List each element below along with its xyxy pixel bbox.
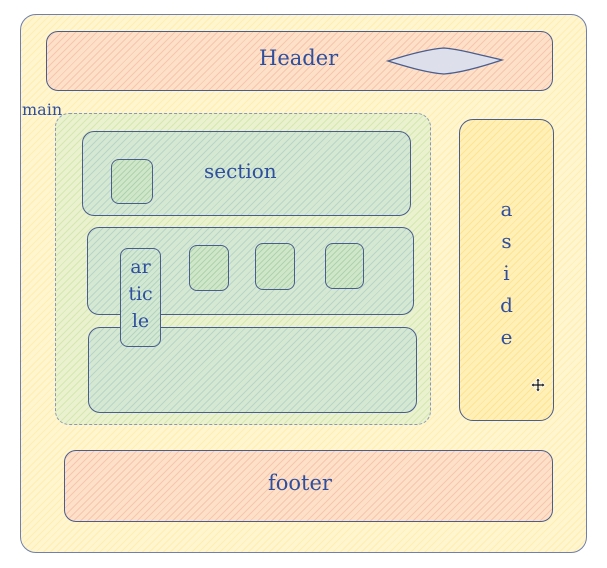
aside-label: a s i d e (459, 193, 554, 353)
article-label-line: ar (130, 256, 151, 278)
aside-label-letter: i (503, 261, 510, 285)
section-label: section (204, 159, 277, 183)
small-square-section[interactable] (111, 159, 153, 204)
aside-label-letter: a (500, 197, 513, 221)
diamond-icon[interactable] (385, 46, 505, 76)
footer-block[interactable] (64, 450, 553, 522)
aside-block[interactable] (459, 119, 554, 421)
small-square-3[interactable] (325, 243, 364, 289)
aside-label-letter: d (500, 293, 513, 317)
small-square-1[interactable] (189, 245, 229, 291)
move-cursor-icon (530, 377, 546, 393)
small-square-2[interactable] (255, 243, 295, 290)
aside-label-letter: e (500, 325, 513, 349)
lower-block[interactable] (88, 327, 417, 413)
header-label: Header (259, 46, 339, 70)
article-label: ar tic le (120, 254, 161, 335)
article-label-line: tic (128, 283, 153, 305)
aside-label-letter: s (501, 229, 512, 253)
article-block[interactable] (120, 248, 161, 347)
main-label: main (22, 100, 63, 119)
article-label-line: le (131, 310, 150, 332)
footer-label: footer (268, 471, 332, 495)
